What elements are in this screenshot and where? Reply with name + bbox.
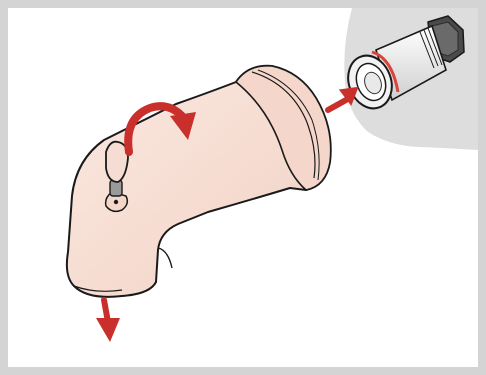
tub-spout-diagram — [8, 8, 478, 367]
tub-spout — [67, 66, 331, 297]
figure-panel — [8, 8, 478, 367]
down-arrow-icon — [96, 300, 120, 342]
